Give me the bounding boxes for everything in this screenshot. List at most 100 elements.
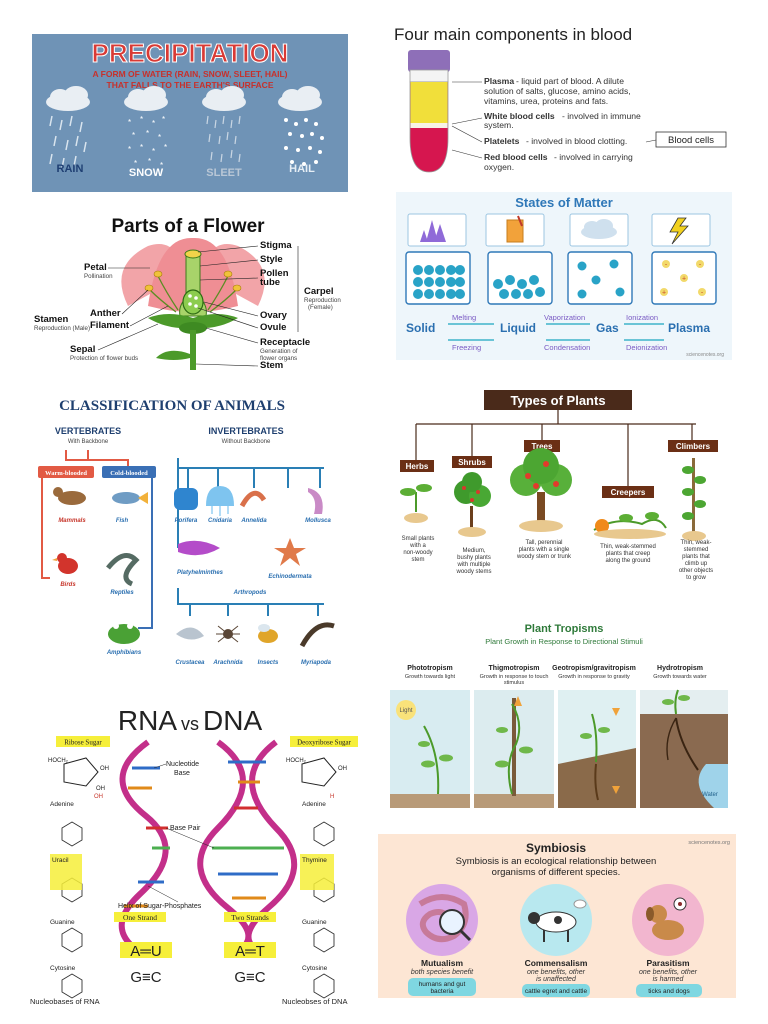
carpel-sub-2: (Female) (308, 304, 333, 311)
plasma-desc-3: vitamins, urea, proteins and fats. (484, 96, 608, 106)
stigma-label: Stigma (260, 240, 292, 251)
svg-text:*: * (128, 145, 131, 154)
svg-text:*: * (132, 131, 135, 140)
spider-icon (216, 625, 240, 643)
receptacle-sub: Generation of (260, 348, 298, 355)
pollen-tube-label-2: tube (260, 277, 280, 288)
creepers-label: Creepers (611, 488, 646, 497)
precipitation-title: PRECIPITATION (92, 38, 289, 68)
millipede-icon (299, 622, 335, 648)
svg-text:OH: OH (94, 794, 103, 800)
plants-panel: Types of Plants Herbs Shrubs Trees Creep… (396, 388, 732, 584)
filament-label: Filament (90, 320, 130, 331)
lightning-icon (669, 217, 689, 245)
jellyfish-icon (206, 486, 234, 516)
sleet-drops (206, 115, 241, 163)
bird-icon (52, 553, 78, 574)
base-pair-label: Base Pair (170, 825, 201, 832)
rain-label: RAIN (57, 163, 84, 175)
svg-text:HOCH₂: HOCH₂ (48, 758, 69, 764)
vaporization-label: Vaporization (544, 313, 585, 322)
vertebrates-sub: With Backbone (68, 439, 109, 445)
commensalism-desc-2: is unaffected (536, 976, 577, 983)
matter-panel: States of Matter (396, 192, 732, 360)
svg-text:H: H (330, 794, 334, 800)
animals-title: CLASSIFICATION OF ANIMALS (59, 398, 285, 414)
annelida-label: Annelida (240, 518, 267, 524)
two-strands-label: Two Strands (231, 913, 269, 922)
worm-icon (239, 490, 267, 508)
dna-guanine: Guanine (302, 919, 327, 926)
ribose-label: Ribose Sugar (64, 739, 102, 747)
plasma-term: Plasma (484, 76, 514, 86)
stem-label: Stem (260, 360, 283, 371)
svg-text:*: * (134, 159, 137, 168)
deoxyribose-label: Deoxyribose Sugar (297, 739, 352, 747)
geotropism-label: Geotropism/gravitropism (552, 665, 636, 672)
rna-pair-au: A═U (130, 943, 161, 960)
mollusca-icon (308, 488, 323, 514)
blood-cells-box (655, 131, 727, 148)
porifera-label: Porifera (175, 518, 198, 524)
arthropods-label: Arthropods (233, 590, 267, 596)
invertebrates-label: INVERTEBRATES (208, 426, 283, 436)
herb-icon (400, 484, 432, 523)
dna-adenine: Adenine (302, 801, 326, 808)
receptacle-label: Receptacle (260, 337, 310, 348)
plasma-particles: - - + + - (660, 260, 706, 297)
warm-blooded-label: Warm-blooded (45, 470, 87, 477)
stamen-label: Stamen (34, 314, 69, 325)
platelets-desc: - involved in blood clotting. (526, 136, 627, 146)
carpel-label: Carpel (304, 286, 334, 297)
rna-guanine: Guanine (50, 919, 75, 926)
blood-title: Four main components in blood (394, 25, 632, 44)
rbc-desc-2: oxygen. (484, 162, 514, 172)
cat-icon (53, 487, 86, 505)
state-solid: Solid (406, 321, 435, 335)
cold-blooded-label: Cold-blooded (110, 470, 148, 477)
parasitism-desc-1: one benefits, other (639, 969, 698, 976)
snow-flakes: **** *** **** *** (128, 115, 167, 170)
state-gas: Gas (596, 321, 619, 335)
svg-text:*: * (162, 115, 165, 124)
petal-sub: Pollination (84, 273, 113, 280)
starfish-icon (274, 538, 306, 566)
dog-icon (646, 905, 684, 940)
symbiosis-credit: sciencenotes.org (688, 840, 730, 846)
phototropism-desc: Growth towards light (405, 674, 456, 680)
freezing-label: Freezing (452, 343, 481, 352)
svg-text:OH: OH (96, 786, 105, 792)
svg-text:OH: OH (100, 766, 109, 772)
mammals-label: Mammals (58, 518, 86, 524)
amphibians-label: Amphibians (106, 650, 142, 656)
rna-cytosine: Cytosine (50, 965, 76, 972)
svg-text:*: * (140, 115, 143, 124)
flatworm-icon (178, 540, 220, 556)
myriapoda-label: Myriapoda (301, 660, 332, 666)
blood-cells-label: Blood cells (668, 135, 714, 146)
sepal-sub: Protection of flower buds (70, 355, 138, 362)
rna-uracil: Uracil (52, 857, 69, 864)
rain-cloud-icon (46, 86, 90, 111)
rbc-term: Red blood cells (484, 152, 548, 162)
egret-icon (573, 899, 587, 909)
crustacea-label: Crustacea (175, 660, 205, 666)
snake-icon (106, 553, 140, 587)
sleet-label: SLEET (206, 167, 242, 179)
ovule-label: Ovule (260, 322, 286, 333)
cloud-icon (581, 219, 617, 239)
petal-label: Petal (84, 262, 107, 273)
rain-drops (49, 115, 87, 169)
flower-panel: Parts of a Flower Petal Stamen An (28, 206, 352, 376)
herbs-label: Herbs (406, 462, 429, 471)
symbiosis-desc-1: Symbiosis is an ecological relationship … (456, 856, 657, 867)
svg-text:*: * (128, 118, 131, 127)
svg-text:-: - (701, 290, 704, 297)
matter-title: States of Matter (515, 195, 613, 210)
phototropism-label: Phototropism (407, 665, 453, 672)
